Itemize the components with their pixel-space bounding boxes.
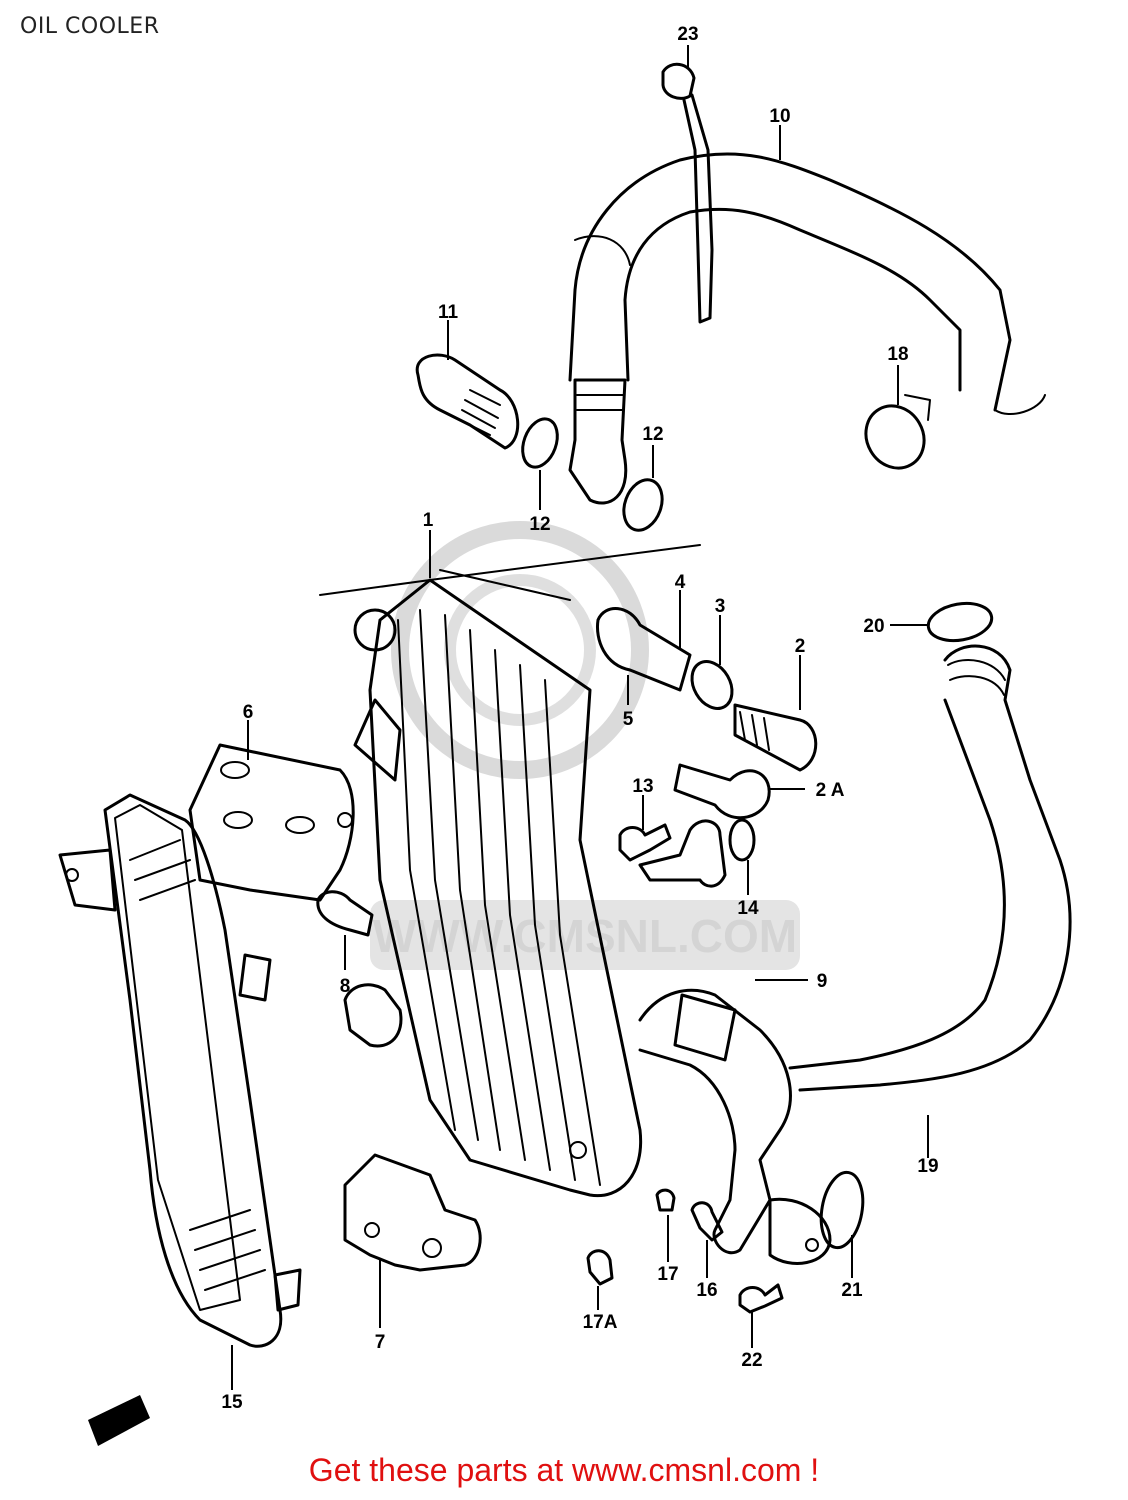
label-6: 6 (243, 702, 254, 723)
front-arrow-icon (88, 1395, 150, 1446)
part-11-union-bolt (415, 353, 520, 450)
label-18: 18 (887, 344, 908, 365)
part-9-lower-pipe (638, 988, 832, 1265)
part-23-cable-tie (661, 62, 714, 324)
label-4: 4 (675, 572, 686, 593)
label-16: 16 (696, 1280, 717, 1301)
leader-lines (231, 45, 929, 1390)
label-19: 19 (917, 1156, 938, 1177)
part-15-grille (58, 793, 302, 1348)
label-9: 9 (817, 971, 828, 992)
label-5: 5 (623, 709, 634, 730)
part-8-screw-grommet (316, 890, 403, 1048)
part-6-upper-bracket (188, 698, 402, 902)
part-1-oil-cooler-core (319, 544, 701, 1198)
part-labels: 23 10 11 18 12 12 1 20 4 3 2 5 2 A 6 13 … (221, 24, 938, 1413)
label-2: 2 (795, 636, 806, 657)
label-2a: 2 A (816, 780, 845, 801)
part-10-upper-hose (568, 152, 1046, 415)
part-7-lower-bracket (343, 1153, 482, 1272)
label-15: 15 (221, 1392, 243, 1413)
label-8: 8 (340, 976, 351, 997)
label-20: 20 (863, 616, 884, 637)
label-10: 10 (769, 106, 790, 127)
footer-link-text[interactable]: Get these parts at www.cmsnl.com ! (308, 1452, 820, 1488)
label-13: 13 (632, 776, 653, 797)
part-18-hose-clamp (864, 394, 931, 470)
parts-small-fasteners (586, 1188, 784, 1314)
part-21-o-ring (819, 1170, 865, 1250)
label-17a: 17A (583, 1312, 618, 1333)
part-19-lower-hose (788, 644, 1072, 1092)
label-22: 22 (741, 1350, 762, 1371)
label-21: 21 (841, 1280, 863, 1301)
label-23: 23 (677, 24, 698, 45)
label-11: 11 (438, 302, 459, 323)
label-1: 1 (423, 510, 434, 531)
label-7: 7 (375, 1332, 386, 1353)
label-12-right: 12 (642, 424, 663, 445)
part-2-bolts (595, 607, 818, 820)
part-12-o-rings (521, 378, 664, 532)
page-title: OIL COOLER (20, 14, 160, 39)
watermark-text: WWW.CMSNL.COM (373, 910, 797, 962)
part-13-14-fittings (618, 818, 756, 888)
label-3: 3 (715, 596, 726, 617)
label-12-left: 12 (529, 514, 550, 535)
part-20-o-ring (926, 601, 994, 643)
label-17: 17 (657, 1264, 678, 1285)
label-14: 14 (737, 898, 759, 919)
